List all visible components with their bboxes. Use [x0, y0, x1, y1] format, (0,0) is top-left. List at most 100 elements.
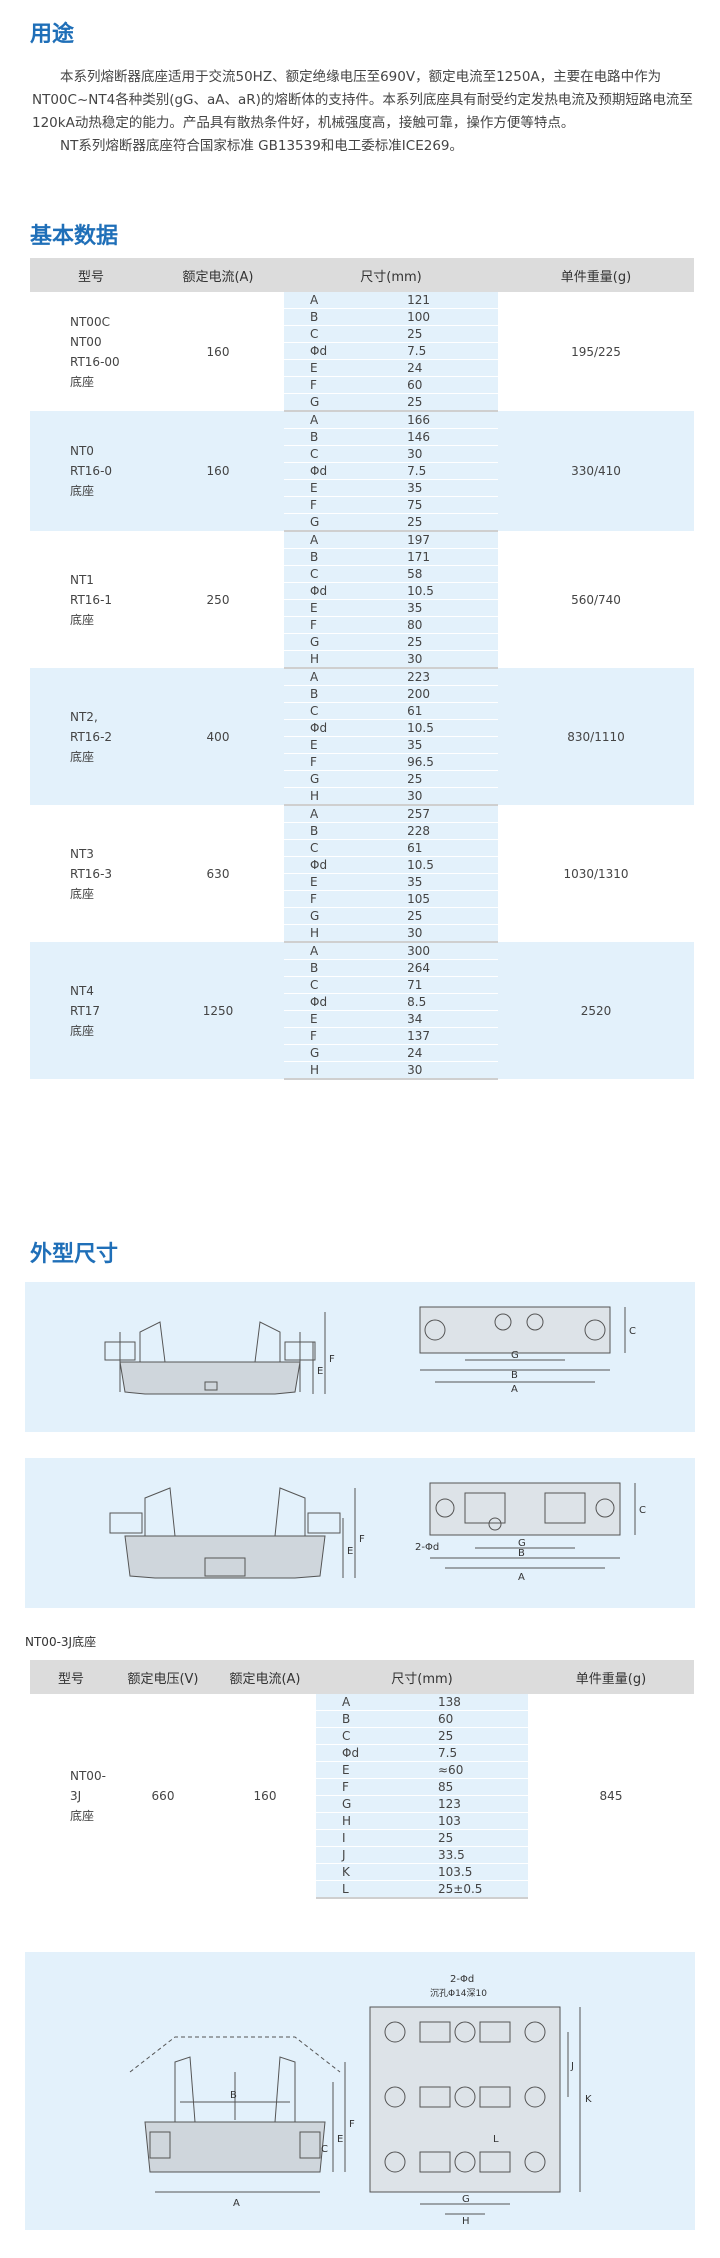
weight-cell: 330/410 — [498, 411, 694, 531]
col-voltage-header: 额定电压(V) — [112, 1660, 214, 1694]
dim-key: F — [284, 376, 408, 394]
label-G: G — [518, 1538, 526, 1549]
dim-key: B — [316, 1710, 438, 1728]
label-C: C — [321, 2144, 328, 2155]
dim-key: A — [284, 411, 408, 429]
dim-value: 166 — [407, 411, 498, 429]
dim-key: C — [284, 565, 408, 583]
nt00-3j-caption: NT00-3J底座 — [25, 1635, 97, 1649]
dim-key: H — [284, 1061, 408, 1080]
usage-paragraph: 本系列熔断器底座适用于交流50HZ、额定绝缘电压至690V，额定电流至1250A… — [32, 69, 693, 131]
nt00-3j-drawing: B F E C A 2-Φd 沉孔Φ14深10 K J L H G — [129, 1974, 592, 2227]
dim-value: 35 — [407, 599, 498, 617]
usage-paragraph: NT系列熔断器底座符合国家标准 GB13539和电工委标准ICE269。 — [60, 138, 464, 154]
dim-key: B — [284, 308, 408, 326]
dim-key: F — [284, 753, 408, 771]
dim-value: 103.5 — [438, 1863, 528, 1881]
weight-cell: 845 — [599, 1789, 623, 1803]
label-K: K — [585, 2094, 592, 2105]
dim-value: 200 — [407, 685, 498, 703]
model-line: RT16-2 — [70, 729, 113, 744]
dim-value: 121 — [407, 292, 498, 309]
label-C: C — [629, 1326, 636, 1337]
dim-value: 30 — [407, 1061, 498, 1080]
dim-key: G — [316, 1795, 438, 1813]
dim-value: 223 — [407, 668, 498, 686]
dim-key: H — [316, 1812, 438, 1830]
dim-key: F — [316, 1778, 438, 1796]
dim-key: Φd — [284, 462, 408, 480]
label-L: L — [493, 2134, 499, 2145]
current-cell: 160 — [152, 411, 284, 531]
voltage-cell: 660 — [151, 1789, 175, 1803]
model-line: RT16-1 — [70, 592, 113, 607]
label-E: E — [337, 2134, 343, 2145]
dim-value: 35 — [407, 736, 498, 754]
dim-key: H — [284, 924, 408, 943]
dim-key: Φd — [284, 582, 408, 600]
model-line: 底座 — [70, 886, 95, 901]
col-weight-header: 单件重量(g) — [498, 258, 694, 292]
dim-key: C — [284, 839, 408, 857]
dim-value: 30 — [407, 445, 498, 463]
dim-key: E — [284, 873, 408, 891]
current-cell: 250 — [206, 592, 230, 607]
dim-key: Φd — [316, 1744, 438, 1762]
dim-value: 25 — [407, 393, 498, 412]
label-B: B — [511, 1370, 518, 1381]
dim-key: E — [284, 736, 408, 754]
dim-value: 25±0.5 — [438, 1880, 528, 1899]
dim-key: G — [284, 770, 408, 788]
dim-value: 8.5 — [407, 993, 498, 1011]
model-line: NT00C — [70, 314, 110, 329]
dimension-drawing-3: B F E C A 2-Φd 沉孔Φ14深10 K J L H G — [25, 1952, 695, 2230]
dim-key: A — [284, 531, 408, 549]
dim-key: L — [316, 1880, 438, 1899]
label-A: A — [518, 1572, 525, 1583]
dim-key: Φd — [284, 856, 408, 874]
dim-key: G — [284, 1044, 408, 1062]
dim-value: 228 — [407, 822, 498, 840]
dim-value: 10.5 — [407, 719, 498, 737]
dim-value: 100 — [407, 308, 498, 326]
col-size-header: 尺寸(mm) — [284, 258, 498, 292]
dim-key: C — [284, 325, 408, 343]
dim-value: 25 — [407, 325, 498, 343]
col-model-header: 型号 — [30, 258, 152, 292]
dim-key: Φd — [284, 342, 408, 360]
model-line: 底座 — [70, 374, 95, 389]
dim-key: E — [284, 599, 408, 617]
label-C: C — [639, 1505, 646, 1516]
col-current-header: 额定电流(A) — [152, 258, 284, 292]
